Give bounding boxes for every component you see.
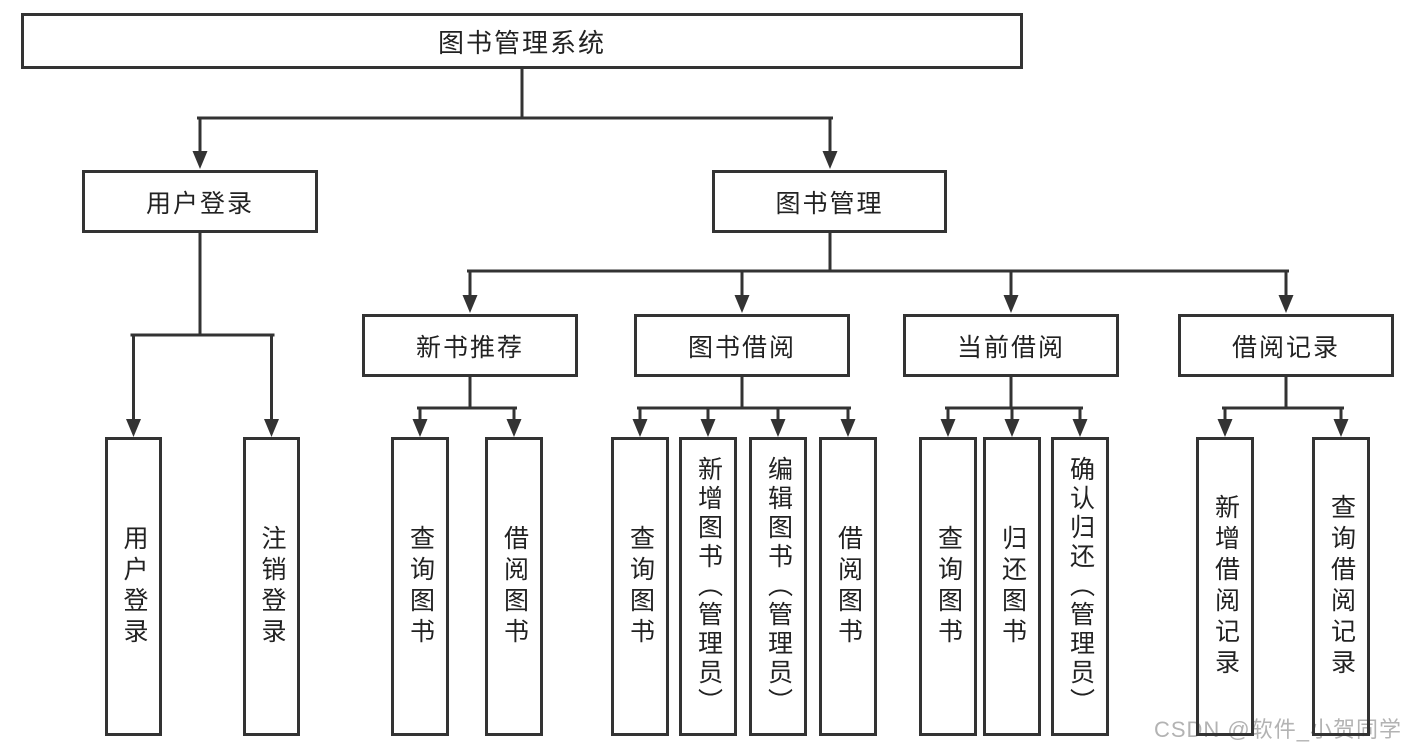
node-new-book-recommend: 新书推荐 [362, 314, 578, 377]
leaf-borrow-books-label: 借阅图书 [834, 524, 863, 649]
leaf-query-books-recommend-label: 查询图书 [406, 524, 435, 649]
watermark: CSDN @软件_小贺同学 [1153, 717, 1402, 742]
root-node-library-system: 图书管理系统 [21, 13, 1023, 69]
leaf-return-books: 归还图书 [983, 437, 1041, 736]
node-book-management-label: 图书管理 [775, 189, 884, 218]
leaf-query-books-current: 查询图书 [919, 437, 977, 736]
node-borrow-records: 借阅记录 [1178, 314, 1394, 377]
leaf-query-books-current-label: 查询图书 [934, 524, 963, 649]
leaf-edit-books-admin: 编辑图书（管理员） [749, 437, 807, 736]
leaf-borrow-books-recommend-label: 借阅图书 [500, 524, 529, 649]
leaf-add-books-admin: 新增图书（管理员） [679, 437, 737, 736]
node-user-login: 用户登录 [82, 170, 318, 233]
root-node-label: 图书管理系统 [437, 27, 606, 58]
leaf-confirm-return-admin: 确认归还（管理员） [1051, 437, 1109, 736]
leaf-query-books-borrow-label: 查询图书 [626, 524, 655, 649]
node-new-book-recommend-label: 新书推荐 [415, 333, 524, 362]
node-current-borrow-label: 当前借阅 [956, 333, 1065, 362]
node-current-borrow: 当前借阅 [903, 314, 1119, 377]
leaf-query-borrow-record-label: 查询借阅记录 [1327, 493, 1356, 680]
leaf-user-login: 用户登录 [105, 437, 162, 736]
leaf-add-borrow-record-label: 新增借阅记录 [1211, 493, 1240, 680]
leaf-edit-books-admin-label: 编辑图书（管理员） [764, 456, 793, 717]
leaf-logout: 注销登录 [243, 437, 300, 736]
leaf-add-books-admin-label: 新增图书（管理员） [694, 456, 723, 717]
leaf-borrow-books: 借阅图书 [819, 437, 877, 736]
leaf-query-borrow-record: 查询借阅记录 [1312, 437, 1370, 736]
leaf-user-login-label: 用户登录 [120, 524, 148, 649]
node-book-borrow: 图书借阅 [634, 314, 850, 377]
node-book-borrow-label: 图书借阅 [687, 333, 796, 362]
leaf-return-books-label: 归还图书 [998, 524, 1027, 649]
node-book-management: 图书管理 [712, 170, 947, 233]
leaf-logout-label: 注销登录 [258, 524, 286, 649]
leaf-query-books-borrow: 查询图书 [611, 437, 669, 736]
node-user-login-label: 用户登录 [145, 189, 254, 218]
leaf-query-books-recommend: 查询图书 [391, 437, 449, 736]
leaf-confirm-return-admin-label: 确认归还（管理员） [1066, 456, 1095, 717]
leaf-add-borrow-record: 新增借阅记录 [1196, 437, 1254, 736]
leaf-borrow-books-recommend: 借阅图书 [485, 437, 543, 736]
node-borrow-records-label: 借阅记录 [1231, 333, 1340, 362]
